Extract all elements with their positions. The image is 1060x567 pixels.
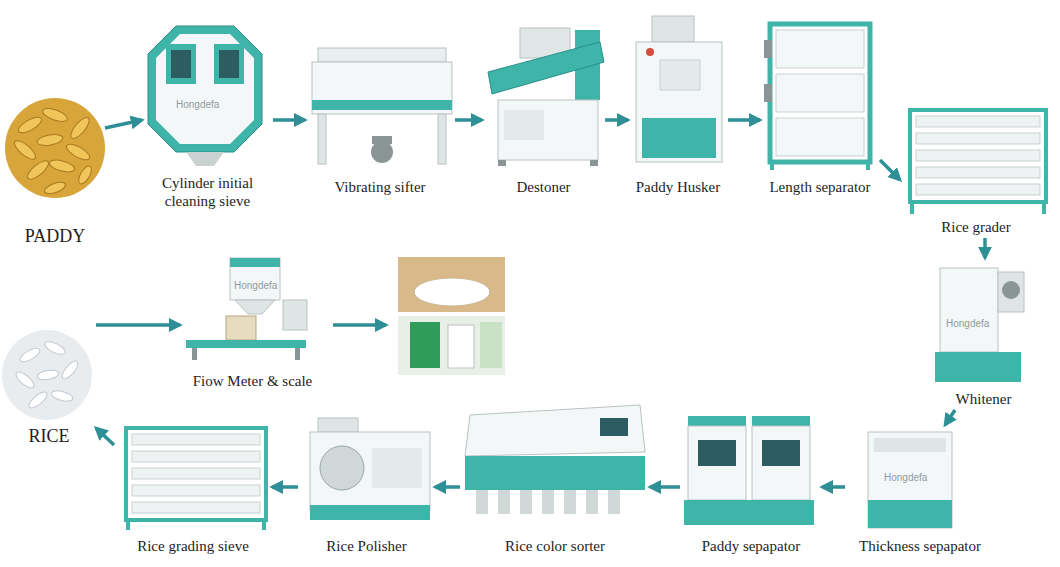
flow-meter-image [186,258,307,360]
whitener-image [935,268,1024,382]
paddy-separator-image [684,416,814,525]
node-label: Vibrating sifter [334,178,425,196]
flow-arrow [333,323,386,327]
watermark: Hongdefa [234,280,277,292]
node-label: Rice grading sieve [137,537,249,555]
flow-arrow [650,485,680,489]
flow-arrow [96,323,180,327]
process-node: Rice Polisher [298,412,435,557]
node-label: Paddy sepapator [702,537,801,555]
process-node: RICE [2,318,96,450]
flow-arrow [273,118,305,122]
flow-arrow [105,120,142,128]
paddy-husker-image [636,16,722,162]
vibrating-sifter-image [312,48,452,164]
watermark: Hongdefa [946,318,989,330]
watermark: Hongdefa [176,99,219,111]
cylinder-sieve-image [148,26,262,166]
node-label: Rice Polisher [326,537,406,555]
node-label: Thickness sepapator [859,537,981,555]
process-node: Fiow Meter & scale [180,250,325,392]
destoner-image [488,28,604,166]
node-label: RICE [28,426,69,448]
process-node: Length separator [760,15,880,198]
node-label: Destoner [516,178,570,196]
flow-arrow [435,485,460,489]
grading-sieve-image [126,428,266,530]
process-node: PADDY [5,100,105,250]
node-label: Length separator [769,178,870,196]
flow-arrow [605,118,628,122]
rice-polisher-image [310,418,430,520]
flow-arrow [822,485,845,489]
flow-arrow [880,160,900,180]
node-label: Cylinder initial cleaning sieve [142,174,273,210]
flow-arrow [96,428,114,445]
node-label: Whitener [956,390,1012,408]
flow-arrow [945,410,955,425]
process-node: Vibrating sifter [305,40,455,198]
watermark: Hongdefa [884,472,927,484]
rice-image [2,330,92,420]
flow-arrow [728,118,760,122]
process-node: Paddy Husker [628,12,728,198]
process-node: Rice color sorter [460,398,650,557]
product-image [398,257,505,375]
node-label: PADDY [25,226,85,248]
process-node: Paddy sepapator [680,402,822,557]
thickness-separator-image [868,432,952,528]
flow-arrow [455,118,482,122]
flow-arrow [272,485,298,489]
process-node: Rice grading sieve [114,422,272,557]
process-node: Destoner [482,22,605,198]
rice-grader-image [910,110,1046,214]
node-label: Fiow Meter & scale [193,372,313,390]
process-node: Cylinder initial cleaning sieve [142,22,273,212]
process-node: Rice grader [900,100,1052,238]
node-label: Rice grader [941,218,1011,236]
paddy-image [5,98,105,198]
node-label: Rice color sorter [505,537,605,555]
node-label: Paddy Husker [636,178,721,196]
color-sorter-image [465,405,645,514]
process-node: Thickness sepapator [845,425,995,557]
process-node: Whitener [915,258,1052,410]
length-separator-image [764,24,870,170]
flow-arrow [983,238,987,258]
